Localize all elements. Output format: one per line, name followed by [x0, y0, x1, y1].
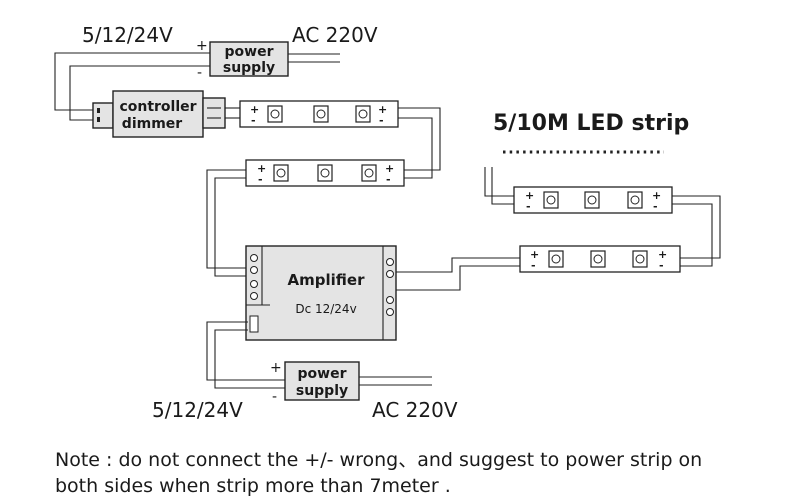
strip3-to-strip4-wire [672, 195, 721, 259]
strip-plus-sign: + [257, 162, 266, 175]
bottom-ac-label: AC 220V [372, 398, 458, 422]
strip-minus-sign: - [379, 114, 384, 127]
amplifier-terminal [386, 308, 394, 316]
strip-plus-sign: + [378, 103, 387, 116]
led-chip [313, 105, 329, 123]
note-text: Note : do not connect the +/- wrong、and … [55, 447, 755, 499]
led-chip [317, 164, 333, 182]
strip1-to-strip2-wire [398, 117, 433, 179]
led-chip [543, 191, 559, 209]
controller-label-1: controller [119, 99, 196, 115]
strip-title: 5/10M LED strip [493, 111, 689, 136]
strip-plus-sign: + [530, 248, 539, 261]
strip3-to-strip4-wire [672, 203, 713, 267]
bottom-ps-minus-sign: - [272, 389, 277, 405]
bottom-power-supply-box [284, 361, 360, 401]
note-line-1: Note : do not connect the +/- wrong、and … [55, 449, 703, 471]
bottom-ps-plus-sign: + [270, 360, 282, 376]
controller-dimmer-box [112, 90, 204, 138]
amplifier-terminal [386, 258, 394, 266]
strip-minus-sign: - [258, 173, 263, 186]
top-voltage-label: 5/12/24V [82, 23, 173, 47]
strip-plus-sign: + [525, 189, 534, 202]
led-chip-dot [320, 168, 330, 178]
amplifier-to-strip-wire [396, 265, 520, 291]
strip-plus-sign: + [658, 248, 667, 261]
strip-minus-sign: - [386, 173, 391, 186]
led-chip [627, 191, 643, 209]
amplifier-terminal [250, 266, 258, 274]
strip-minus-sign: - [531, 259, 536, 272]
led-chip-dot [276, 168, 286, 178]
top-dc-wire-plus [54, 52, 210, 111]
amplifier-terminal [250, 254, 258, 262]
led-chip [548, 250, 564, 268]
amplifier-box [245, 245, 397, 341]
strip1-to-strip2-wire [398, 107, 441, 171]
led-chip-dot [546, 195, 556, 205]
controller-pin [97, 117, 100, 122]
top-ac-label: AC 220V [292, 23, 378, 47]
note-line-2: both sides when strip more than 7meter . [55, 475, 451, 497]
led-chip [590, 250, 606, 268]
amplifier-terminal [386, 270, 394, 278]
led-chip-dot [551, 254, 561, 264]
led-chip-dot [358, 109, 368, 119]
strip-plus-sign: + [250, 103, 259, 116]
amplifier-power-wire [206, 321, 285, 381]
led-chip [584, 191, 600, 209]
amplifier-dc-terminal [249, 315, 259, 333]
top-ps-plus-sign: + [196, 38, 208, 54]
led-chip [355, 105, 371, 123]
amplifier-title: Amplifier [288, 271, 366, 289]
led-chip [267, 105, 283, 123]
controller-output-plug [202, 97, 226, 129]
strip-minus-sign: - [251, 114, 256, 127]
controller-input-plug [92, 102, 114, 129]
led-chip-dot [316, 109, 326, 119]
led-chip-dot [587, 195, 597, 205]
bottom-power-supply-label-2: supply [296, 383, 348, 399]
strip-minus-sign: - [653, 200, 658, 213]
led-chip [361, 164, 377, 182]
amplifier-terminal [386, 296, 394, 304]
strip-plus-sign: + [652, 189, 661, 202]
top-ps-minus-sign: - [197, 65, 202, 81]
strip2-to-amplifier-wire [214, 177, 248, 277]
led-chip-dot [630, 195, 640, 205]
amplifier-terminal [250, 292, 258, 300]
amplifier-terminal [250, 280, 258, 288]
led-chip-dot [270, 109, 280, 119]
strip3-input-wire [484, 167, 514, 197]
top-dc-wire-minus [69, 65, 210, 121]
led-chip-dot [364, 168, 374, 178]
strip3-input-wire [491, 167, 514, 205]
amplifier-subtitle: Dc 12/24v [295, 302, 356, 316]
top-power-supply-label-2: supply [223, 60, 275, 76]
controller-pin [97, 108, 100, 113]
led-chip-dot [635, 254, 645, 264]
led-chip [632, 250, 648, 268]
led-chip-dot [593, 254, 603, 264]
top-power-supply-label-1: power [225, 44, 274, 60]
top-power-supply-box [209, 41, 289, 77]
strip-minus-sign: - [526, 200, 531, 213]
strip2-to-amplifier-wire [206, 169, 248, 269]
amplifier-to-strip-wire [396, 257, 520, 273]
controller-label-2: dimmer [122, 116, 182, 132]
strip-minus-sign: - [659, 259, 664, 272]
led-chip [273, 164, 289, 182]
amplifier-power-wire [214, 329, 285, 389]
bottom-power-supply-label-1: power [298, 366, 347, 382]
strip-plus-sign: + [385, 162, 394, 175]
bottom-voltage-label: 5/12/24V [152, 398, 243, 422]
